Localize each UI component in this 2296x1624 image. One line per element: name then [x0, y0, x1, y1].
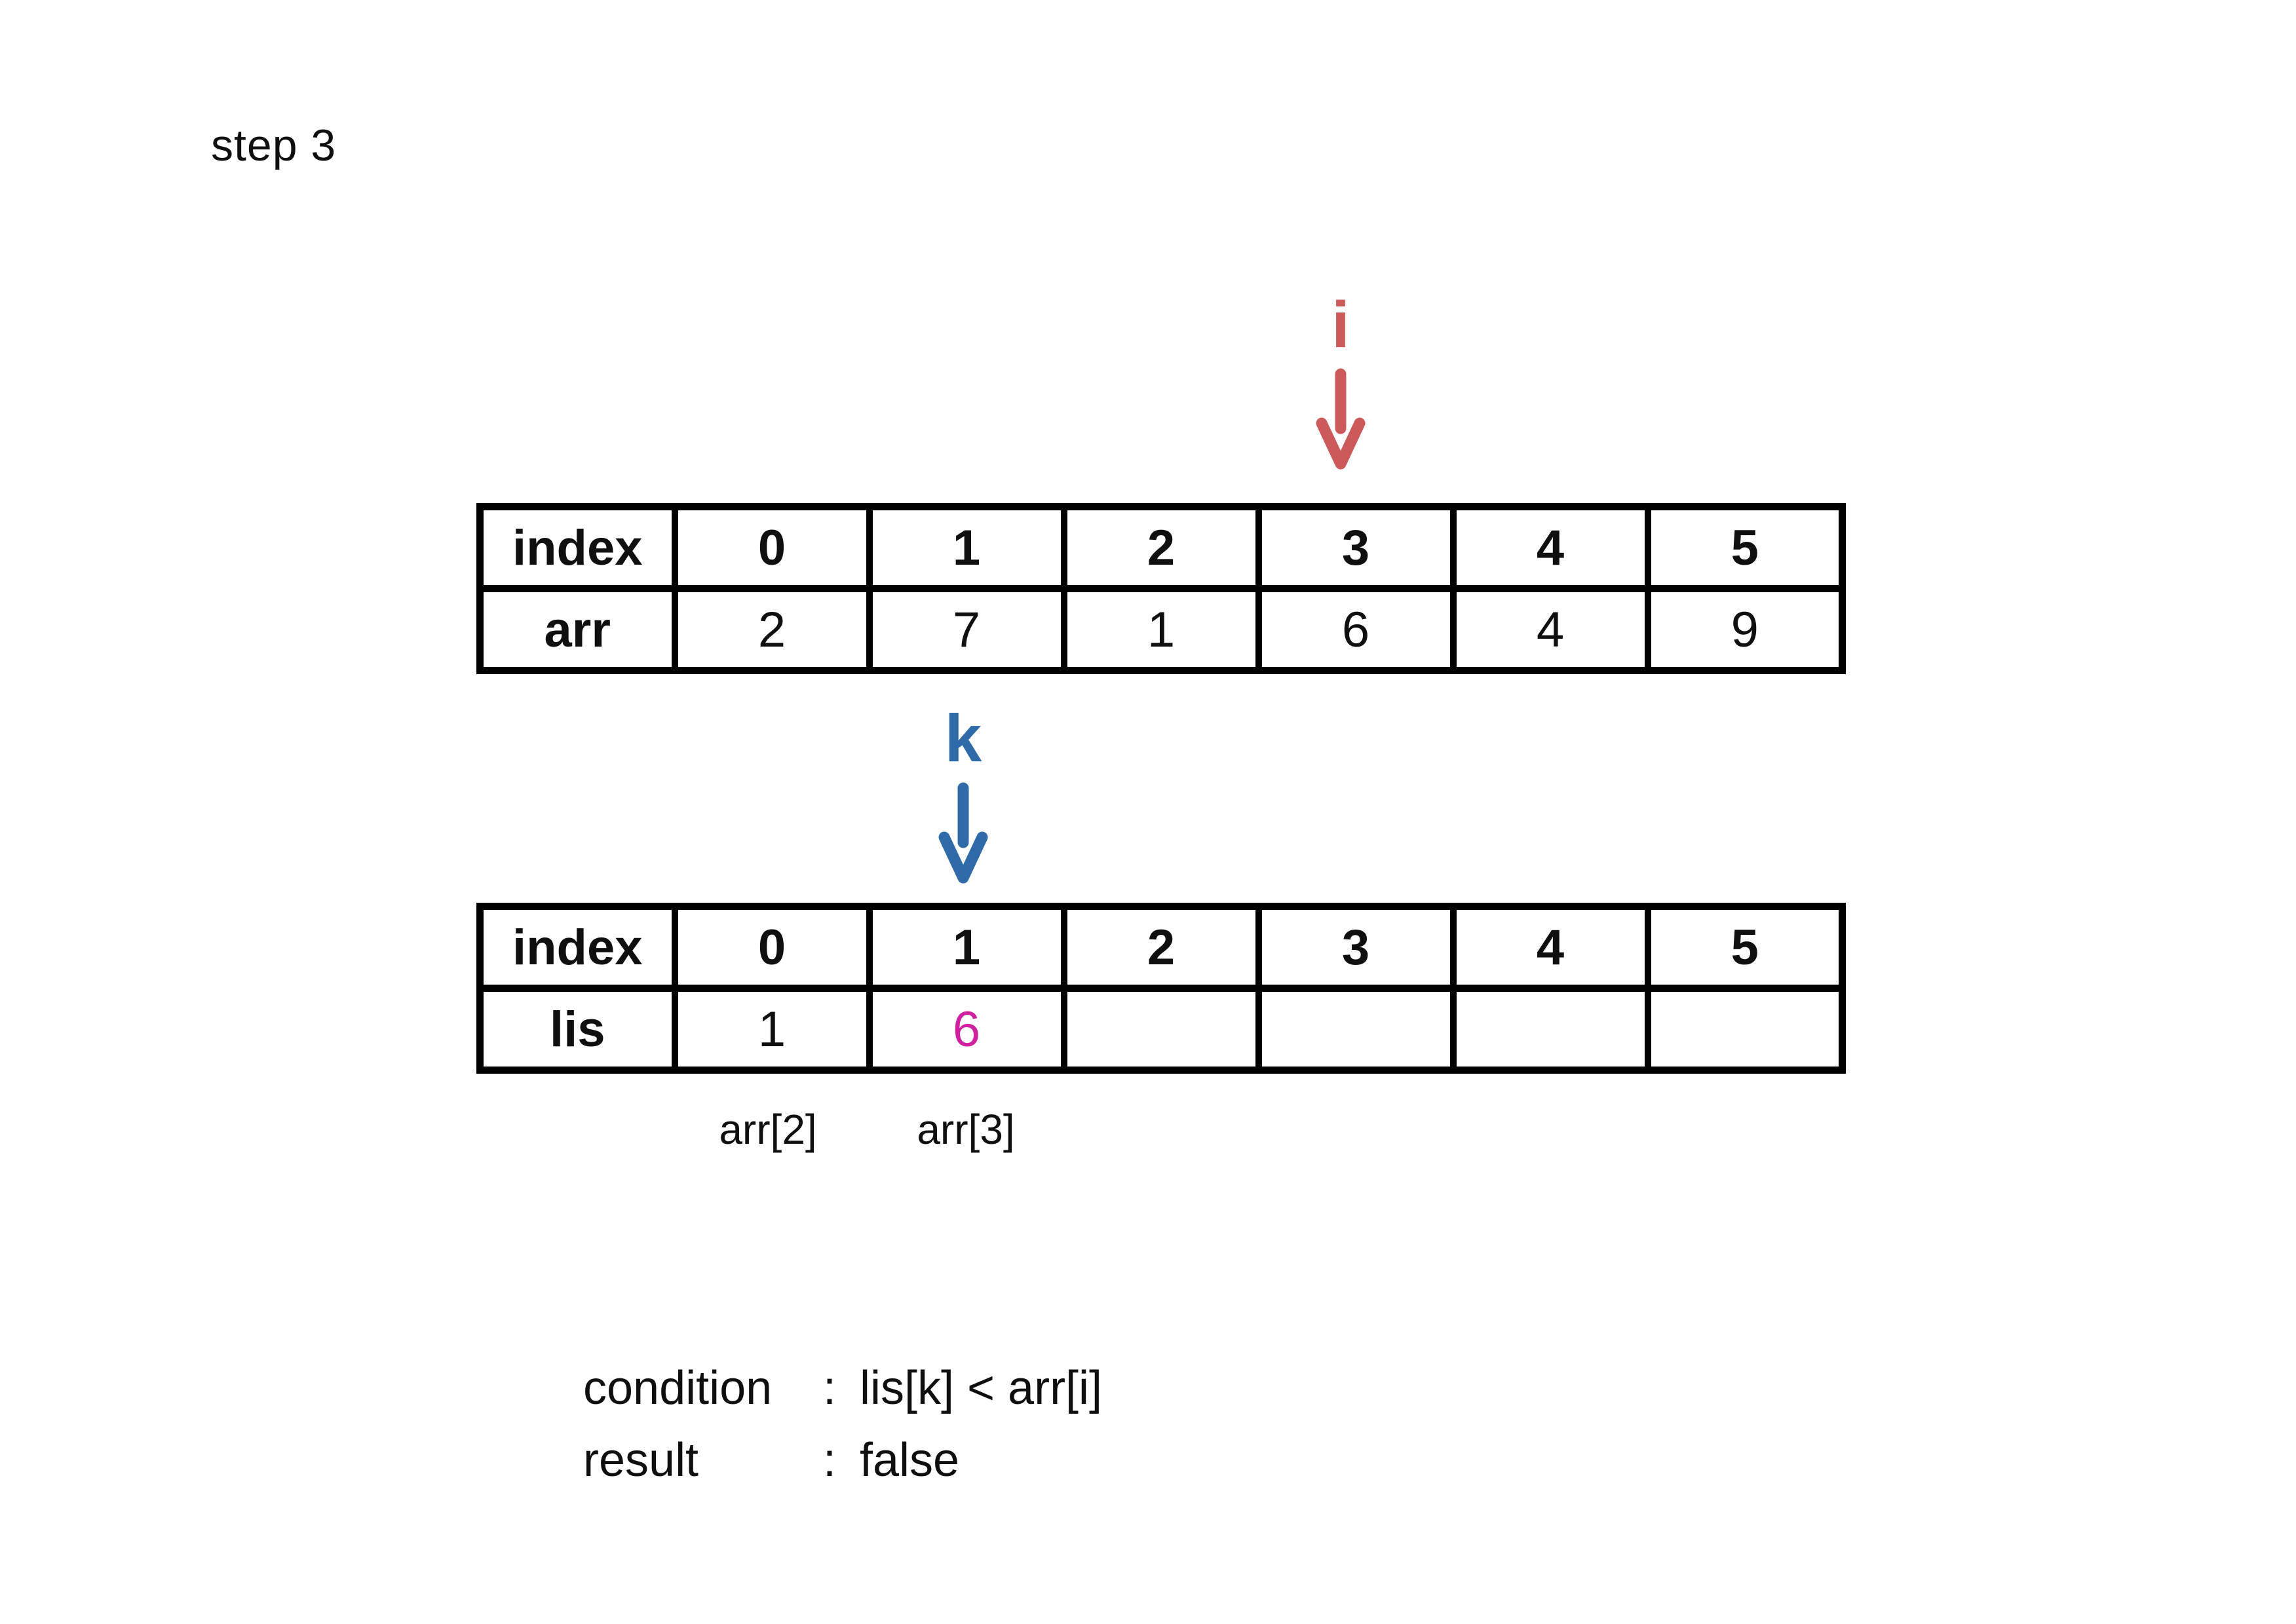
- lis-values-row: lis 1 6: [476, 985, 1846, 1074]
- condition-value: lis[k] < arr[i]: [860, 1362, 1103, 1414]
- arr-index-cell-1: 1: [866, 503, 1067, 592]
- arr-value-cell-3: 6: [1255, 585, 1457, 674]
- lis-index-cell-2: 2: [1060, 903, 1262, 992]
- pointer-k-label: k: [944, 701, 982, 776]
- pointer-i: i: [1313, 292, 1368, 470]
- lis-value-cell-1: 6: [866, 985, 1067, 1074]
- condition-block: condition : lis[k] < arr[i] result : fal…: [583, 1352, 1102, 1496]
- down-arrow-k-icon: [938, 782, 988, 884]
- lis-value-cell-2: [1060, 985, 1262, 1074]
- arr-value-cell-1: 7: [866, 585, 1067, 674]
- lis-index-cell-0: 0: [671, 903, 873, 992]
- cell-note-arr2: arr[2]: [719, 1106, 817, 1153]
- arr-index-cell-4: 4: [1449, 503, 1651, 592]
- lis-table: index 0 1 2 3 4 5 lis 1 6: [476, 903, 1846, 1074]
- lis-index-cell-4: 4: [1449, 903, 1651, 992]
- arr-values-row: arr 2 7 1 6 4 9: [476, 585, 1846, 674]
- arr-value-cell-4: 4: [1449, 585, 1651, 674]
- arrow-head: [1316, 417, 1366, 470]
- lis-highlighted-value: 6: [952, 1001, 981, 1057]
- lis-index-cell-5: 5: [1644, 903, 1846, 992]
- arr-index-cell-0: 0: [671, 503, 873, 592]
- arr-value-cell-2: 1: [1060, 585, 1262, 674]
- arr-value-cell-5: 9: [1644, 585, 1846, 674]
- lis-value-cell-5: [1644, 985, 1846, 1074]
- pointer-k: k: [936, 705, 991, 884]
- arr-index-header: index: [476, 503, 678, 592]
- lis-index-cell-1: 1: [866, 903, 1067, 992]
- pointer-i-label: i: [1331, 288, 1350, 362]
- lis-value-cell-3: [1255, 985, 1457, 1074]
- result-value: false: [860, 1434, 960, 1486]
- arr-row-label: arr: [476, 585, 678, 674]
- result-colon: :: [822, 1434, 836, 1486]
- down-arrow-i-icon: [1316, 368, 1366, 470]
- step-label: step 3: [211, 121, 337, 170]
- arr-index-row: index 0 1 2 3 4 5: [476, 503, 1846, 592]
- condition-row: condition : lis[k] < arr[i]: [583, 1352, 1102, 1424]
- arrow-head: [938, 831, 988, 884]
- arr-index-cell-2: 2: [1060, 503, 1262, 592]
- cell-note-arr3: arr[3]: [917, 1106, 1015, 1153]
- arr-index-cell-3: 3: [1255, 503, 1457, 592]
- arr-index-cell-5: 5: [1644, 503, 1846, 592]
- arr-table: index 0 1 2 3 4 5 arr 2 7 1 6 4 9: [476, 503, 1846, 674]
- result-row: result : false: [583, 1424, 1102, 1496]
- condition-colon: :: [822, 1362, 836, 1414]
- arr-value-cell-0: 2: [671, 585, 873, 674]
- result-label: result: [583, 1434, 699, 1486]
- lis-row-label: lis: [476, 985, 678, 1074]
- lis-index-header: index: [476, 903, 678, 992]
- lis-value-cell-0: 1: [671, 985, 873, 1074]
- lis-index-cell-3: 3: [1255, 903, 1457, 992]
- lis-value-cell-4: [1449, 985, 1651, 1074]
- lis-index-row: index 0 1 2 3 4 5: [476, 903, 1846, 992]
- condition-label: condition: [583, 1362, 773, 1414]
